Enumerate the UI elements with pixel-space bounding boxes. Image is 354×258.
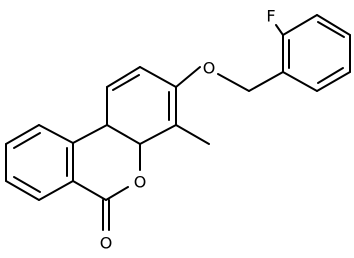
- ch2-o-bond: [217, 73, 250, 92]
- c-f-bond: [275, 24, 284, 36]
- fluorobenzyl-ring: [282, 14, 351, 92]
- ring-oxygen-label: O: [134, 173, 147, 192]
- ether-oxygen-label: O: [203, 59, 216, 78]
- ring-ch2-bond: [248, 71, 284, 92]
- benzo-ring: [5, 124, 74, 201]
- o-aryl-bond: [175, 66, 201, 88]
- pyranone-ring: [72, 124, 141, 201]
- carbonyl-oxygen-label: O: [100, 234, 113, 253]
- fluorine-label: F: [266, 7, 275, 26]
- methyl-bond: [175, 124, 210, 145]
- phenol-ring: [106, 66, 177, 145]
